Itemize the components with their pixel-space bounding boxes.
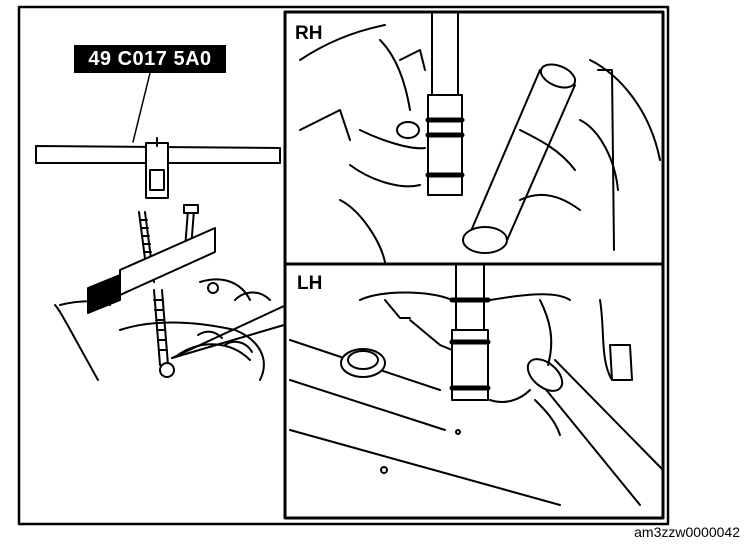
special-tool-drawing (35, 72, 285, 381)
tool-number-label: 49 C017 5A0 (74, 45, 226, 73)
lh-panel-label: LH (297, 273, 323, 294)
figure-id: am3zzw0000042 (634, 524, 740, 540)
rh-panel-label: RH (295, 23, 323, 44)
lh-detail-drawing (289, 265, 664, 506)
outer-frame (17, 5, 670, 526)
lh-detail-panel (283, 262, 665, 520)
rh-detail-drawing (299, 13, 661, 263)
